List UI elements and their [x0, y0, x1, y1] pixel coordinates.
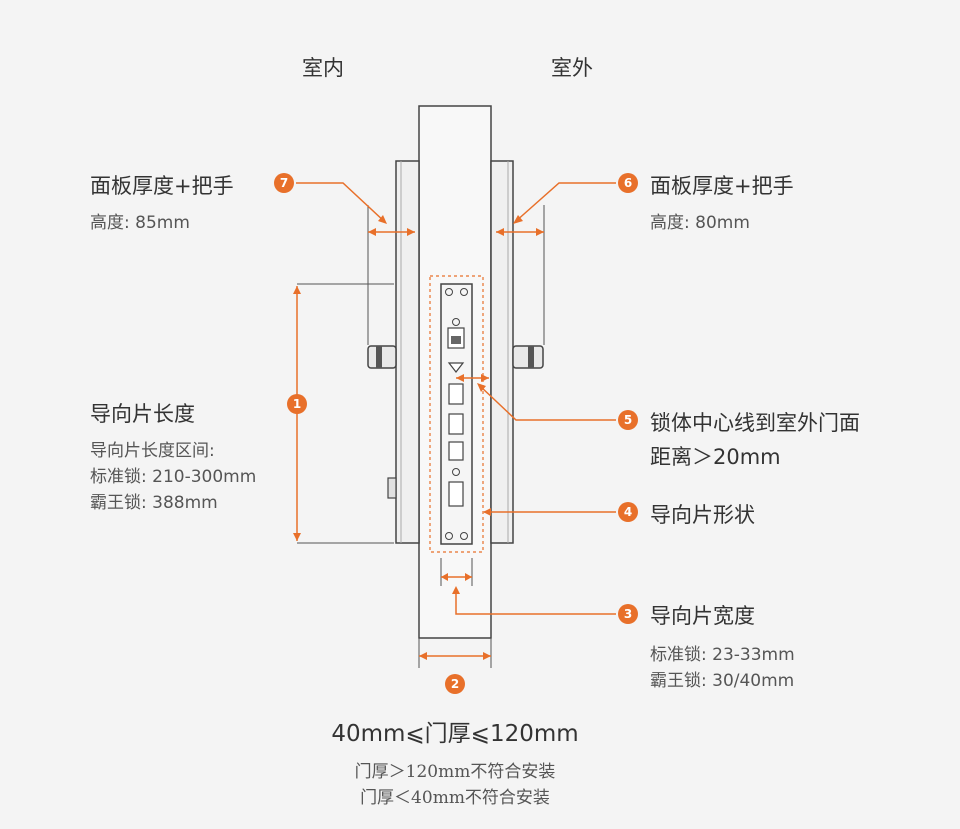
callout-3-title: 导向片宽度 [650, 604, 755, 628]
door-thickness-range: 40mm⩽门厚⩽120mm [331, 721, 579, 747]
indoor-knob [387, 477, 397, 499]
callout-1-badge: 1 [287, 394, 307, 414]
callout-4-badge: 4 [618, 502, 638, 522]
dimension-1 [293, 283, 394, 544]
indoor-panel [395, 160, 420, 544]
dimension-7 [296, 182, 415, 345]
outdoor-label: 室外 [551, 56, 593, 80]
dimension-6 [496, 182, 616, 345]
dimension-3 [440, 558, 616, 615]
callout-7-height: 高度: 85mm [90, 213, 190, 233]
callout-5-title-line2: 距离＞20mm [650, 445, 781, 469]
callout-1-range-label: 导向片长度区间: [90, 441, 215, 461]
callout-6-title: 面板厚度+把手 [650, 174, 794, 198]
callout-3-badge: 3 [618, 604, 638, 624]
outdoor-panel [490, 160, 514, 544]
callout-7-title: 面板厚度+把手 [90, 174, 234, 198]
callout-6-badge: 6 [618, 173, 638, 193]
indoor-label: 室内 [302, 56, 344, 80]
door-thickness-note-max: 门厚＞120mm不符合安装 [354, 762, 556, 782]
callout-3-heavy: 霸王锁: 30/40mm [650, 671, 795, 691]
callout-5-title-line1: 锁体中心线到室外门面 [650, 411, 860, 435]
dimension-4 [483, 508, 616, 516]
callout-4-title: 导向片形状 [650, 503, 755, 527]
callout-2-badge: 2 [445, 674, 465, 694]
indoor-handle [367, 345, 397, 369]
callout-1-heavy: 霸王锁: 388mm [90, 493, 218, 513]
door-thickness-note-min: 门厚＜40mm不符合安装 [360, 788, 550, 808]
callout-3-standard: 标准锁: 23-33mm [650, 645, 795, 665]
callout-6-height: 高度: 80mm [650, 213, 750, 233]
callout-7-badge: 7 [274, 173, 294, 193]
callout-5-badge: 5 [618, 410, 638, 430]
callout-1-standard: 标准锁: 210-300mm [90, 467, 257, 487]
strike-plate-outline [429, 275, 484, 553]
dimension-5 [456, 374, 616, 421]
dimension-2 [418, 638, 492, 668]
callout-1-title: 导向片长度 [90, 402, 195, 426]
outdoor-handle [512, 345, 544, 369]
